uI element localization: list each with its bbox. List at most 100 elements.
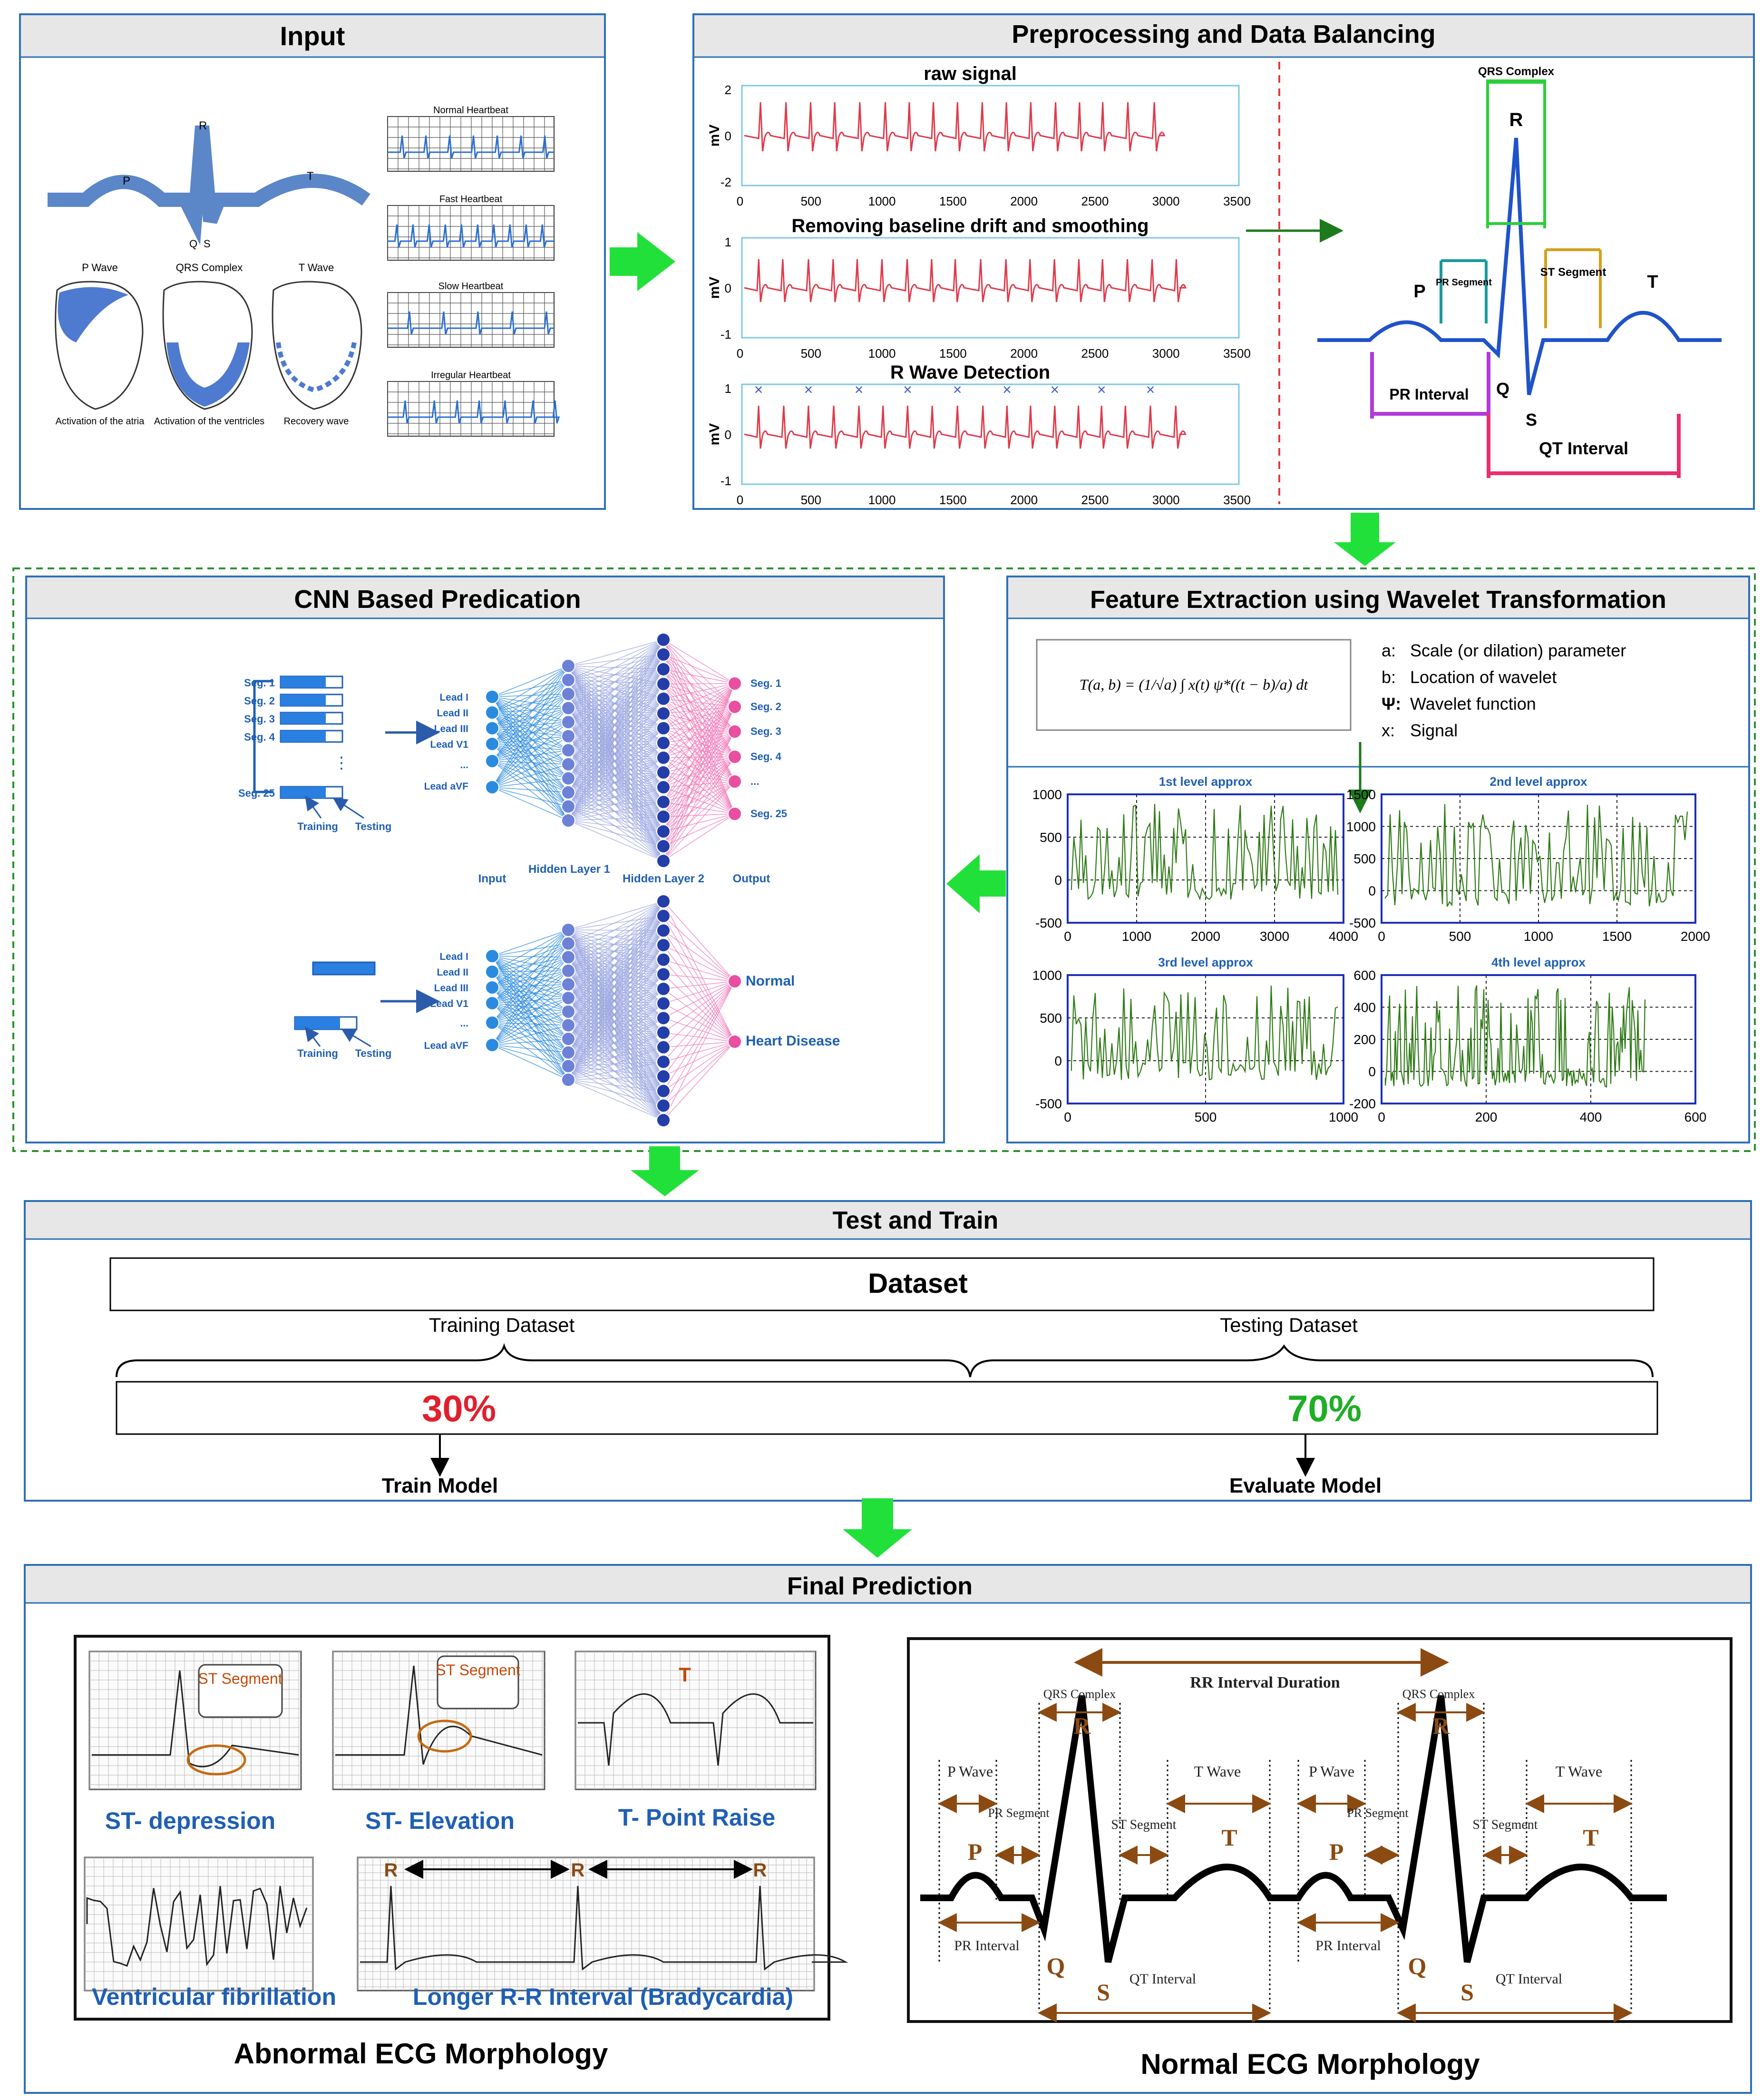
network-node — [561, 1018, 575, 1033]
rhythm-strip-1 — [387, 116, 555, 172]
pre-xtick: 2500 — [1081, 493, 1109, 507]
preprocessing-title: Preprocessing and Data Balancing — [1012, 20, 1435, 49]
abnormal-strips — [84, 1651, 848, 1992]
heart-title-3: T Wave — [299, 262, 334, 273]
caption-vfib: Ventricular fibrillation — [92, 1983, 336, 2010]
network-node — [656, 706, 671, 721]
wavelet-xtick: 1000 — [1122, 929, 1151, 944]
wavelet-xtick: 400 — [1580, 1110, 1602, 1124]
test-train-panel: Test and Train Dataset Training Dataset … — [24, 1200, 1752, 1502]
ecg-morph-wave — [1317, 137, 1722, 396]
network-node — [561, 757, 575, 772]
pre-xtick: 500 — [801, 346, 821, 361]
network-node — [656, 765, 671, 780]
normal-twave-1: T Wave — [1194, 1763, 1241, 1780]
seg-label-1: Seg. 1 — [244, 677, 275, 689]
network-node — [561, 950, 575, 965]
lead-label-3: Lead III — [434, 723, 468, 734]
pre-xtick: 2000 — [1010, 346, 1038, 361]
pre-ytick: -1 — [720, 474, 731, 488]
r-peak-marker: × — [1003, 381, 1012, 398]
network-node — [561, 771, 575, 786]
out-label-4: Seg. 4 — [750, 751, 782, 762]
cnn-panel: CNN Based Predication Seg. 1 Seg. 2 Seg.… — [25, 576, 945, 1143]
wavelet-ytick: 1000 — [1346, 820, 1376, 834]
normal-prseg-1: PR Segment — [988, 1806, 1050, 1820]
wavelet-xtick: 2000 — [1681, 929, 1710, 944]
legend-text-b: Location of wavelet — [1410, 667, 1557, 687]
wavelet-plot-title-1: 1st level approx — [1159, 774, 1253, 789]
pre-xtick: 500 — [801, 493, 821, 507]
seg-training: Training — [297, 820, 338, 832]
pre-xtick: 3500 — [1223, 493, 1251, 507]
network-node — [485, 965, 499, 979]
preprocessing-panel: Preprocessing and Data Balancing raw sig… — [692, 13, 1755, 510]
network-node — [656, 736, 671, 750]
seg-label-4: Seg. 4 — [244, 731, 275, 743]
net2-training: Training — [297, 1047, 338, 1059]
network-node — [656, 633, 671, 647]
train-model-label: Train Model — [382, 1474, 498, 1497]
input-title: Input — [280, 21, 345, 51]
heart-title-2: QRS Complex — [176, 262, 243, 273]
network-node — [728, 676, 742, 691]
network-node — [656, 662, 671, 676]
input-label-t: T — [307, 170, 314, 183]
r-peak-marker: × — [1051, 381, 1060, 398]
wavelet-ytick: 0 — [1368, 1065, 1376, 1079]
dataset-box — [109, 1257, 1655, 1311]
network-node — [656, 1084, 671, 1098]
normal-s-2: S — [1460, 1979, 1474, 2005]
out-label-1: Seg. 1 — [750, 677, 781, 689]
net2-lead-6: Lead aVF — [424, 1040, 469, 1051]
normal-heading: Normal ECG Morphology — [1140, 2048, 1480, 2080]
train-percent: 30% — [422, 1387, 496, 1429]
rhythm-label-1: Normal Heartbeat — [433, 105, 508, 116]
network-node — [485, 780, 499, 794]
r-peak-marker: × — [903, 381, 912, 398]
abnormal-strip-5 — [357, 1856, 848, 1992]
wavelet-ytick: -500 — [1035, 916, 1062, 930]
class-heart-disease: Heart Disease — [746, 1033, 840, 1049]
normal-ecg-box: RR Interval Duration QRS Complex QRS Com… — [907, 1637, 1733, 2023]
pre-xtick: 3000 — [1152, 194, 1180, 208]
wavelet-ytick: 200 — [1353, 1032, 1376, 1047]
network-node — [485, 1016, 499, 1030]
wavelet-ytick: -500 — [1349, 916, 1376, 930]
network-node — [561, 991, 575, 1006]
network-node — [656, 810, 671, 824]
network-node — [656, 647, 671, 662]
wavelet-plot-title-3: 3rd level approx — [1158, 955, 1253, 969]
wavelet-ytick: 1000 — [1032, 968, 1062, 983]
abnormal-ecg-box: ST Segment ST Segment T R R R ST- depres… — [74, 1635, 848, 2021]
lead-label-6: Lead aVF — [424, 781, 469, 792]
legend-text-a: Scale (or dilation) parameter — [1410, 641, 1626, 660]
rhythm-strip-4 — [387, 381, 560, 437]
pre-xtick: 2000 — [1010, 493, 1038, 507]
normal-pwave-2: P Wave — [1309, 1763, 1354, 1780]
net2-lead-3: Lead III — [434, 983, 468, 994]
legend-text-x: Signal — [1410, 721, 1458, 740]
pre-ytick: -2 — [720, 175, 731, 189]
r-peak-marker: × — [804, 381, 813, 398]
network-node — [561, 701, 575, 715]
normal-t-2: T — [1583, 1824, 1598, 1851]
morph-s: S — [1526, 410, 1537, 430]
input-label-p: P — [123, 175, 130, 187]
wavelet-xtick: 0 — [1064, 929, 1071, 944]
network-node — [656, 923, 671, 938]
out-label-3: Seg. 3 — [750, 725, 781, 737]
normal-stseg-1: ST Segment — [1111, 1817, 1176, 1832]
normal-pwave-1: P Wave — [947, 1763, 993, 1780]
wavelet-ytick: 600 — [1353, 968, 1376, 983]
neural-network-classes — [485, 894, 742, 1127]
r-label-3: R — [753, 1860, 767, 1881]
network-node — [656, 894, 671, 908]
pre-xtick: 1500 — [939, 493, 967, 507]
network-node — [656, 1055, 671, 1069]
network-node — [728, 1035, 742, 1049]
wavelet-plot-title-4: 4th level approx — [1491, 955, 1586, 969]
rhythm-label-3: Slow Heartbeat — [438, 281, 504, 292]
network-node — [656, 854, 671, 868]
r-peak-marker: × — [1097, 381, 1106, 398]
